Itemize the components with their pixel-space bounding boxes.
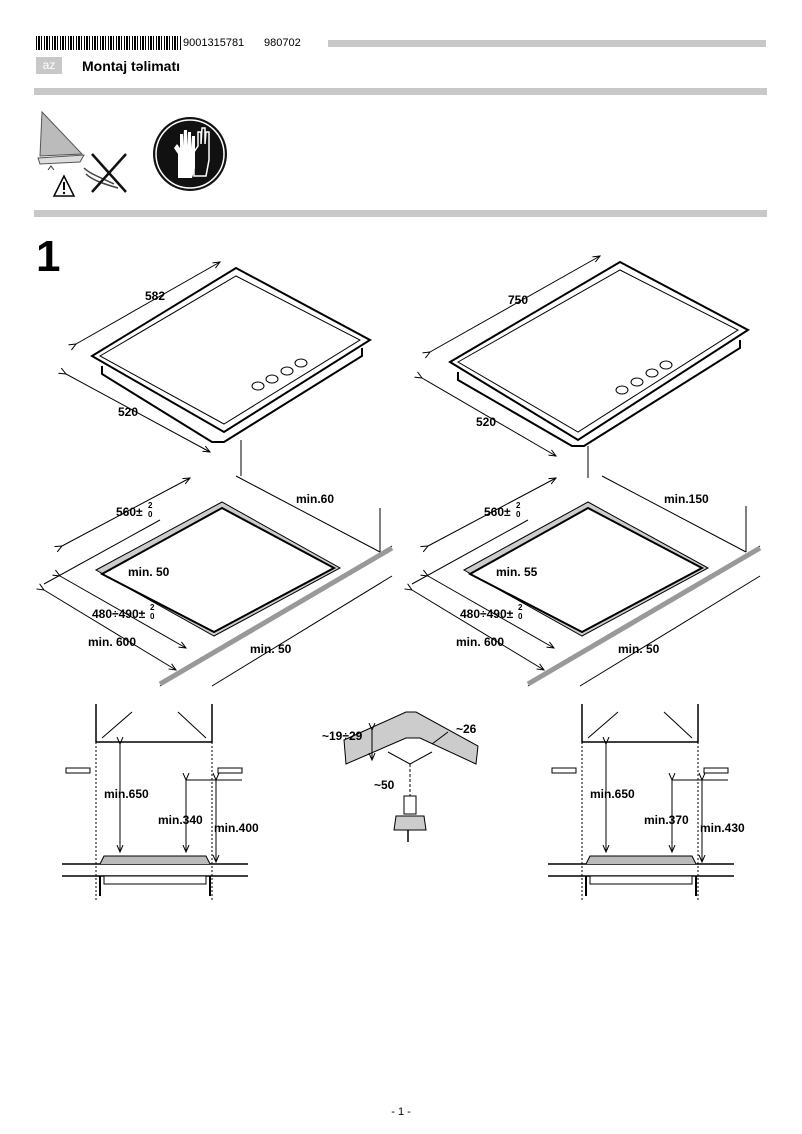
right-width-label: 750 bbox=[508, 293, 528, 307]
left-section-h3: min.400 bbox=[214, 821, 259, 835]
left-section-h1: min.650 bbox=[104, 787, 149, 801]
right-section-h3: min.430 bbox=[700, 821, 745, 835]
right-width-tol-upper: 2 bbox=[516, 501, 521, 510]
language-badge: az bbox=[36, 57, 62, 74]
right-hob bbox=[422, 256, 750, 478]
sharp-edge-icon bbox=[37, 110, 119, 189]
caution-triangle-icon bbox=[52, 174, 76, 197]
page-number: - 1 - bbox=[391, 1106, 411, 1118]
left-depth-label: 520 bbox=[118, 405, 138, 419]
right-cutout-depth-label: 480÷490± bbox=[460, 607, 514, 621]
title-rule bbox=[34, 88, 767, 95]
right-min-front-label: min. 50 bbox=[618, 642, 660, 656]
center-offset-label: ~26 bbox=[456, 722, 477, 736]
barcode bbox=[36, 36, 182, 50]
warning-icons bbox=[37, 110, 227, 197]
left-hob bbox=[66, 262, 372, 476]
right-depth-tol-lower: 0 bbox=[518, 612, 523, 621]
gloves-icon bbox=[153, 117, 227, 191]
right-cutout bbox=[412, 475, 762, 687]
left-depth-tol-lower: 0 bbox=[150, 612, 155, 621]
left-section-view bbox=[62, 704, 248, 900]
right-depth-tol-upper: 2 bbox=[518, 603, 523, 612]
right-section-view bbox=[548, 704, 734, 900]
knob-row bbox=[251, 358, 308, 391]
left-min-side-label: min. 50 bbox=[128, 565, 170, 579]
page-title: Montaj təlimatı bbox=[82, 58, 181, 74]
left-cutout-depth-label: 480÷490± bbox=[92, 607, 146, 621]
left-min-front-label: min. 50 bbox=[250, 642, 292, 656]
right-min-back-label: min.150 bbox=[664, 492, 709, 506]
left-min-back-label: min.60 bbox=[296, 492, 334, 506]
right-min-side-label: min. 55 bbox=[496, 565, 538, 579]
knob-row bbox=[615, 360, 673, 395]
right-section-h2: min.370 bbox=[644, 813, 689, 827]
step-number: 1 bbox=[36, 232, 61, 281]
left-width-label: 582 bbox=[145, 289, 165, 303]
right-cutout-width-label: 560± bbox=[484, 505, 511, 519]
right-width-tol-lower: 0 bbox=[516, 510, 521, 519]
header-rule bbox=[328, 40, 766, 47]
date-code: 980702 bbox=[264, 37, 301, 49]
left-width-tol-upper: 2 bbox=[148, 501, 153, 510]
left-cutout bbox=[44, 475, 394, 687]
center-detail bbox=[343, 711, 479, 842]
left-cutout-width-label: 560± bbox=[116, 505, 143, 519]
right-section-h1: min.650 bbox=[590, 787, 635, 801]
section-rule bbox=[34, 210, 767, 217]
center-thickness-label: ~19÷29 bbox=[322, 729, 363, 743]
center-depth-label: ~50 bbox=[374, 778, 395, 792]
left-min-worktop-label: min. 600 bbox=[88, 635, 136, 649]
left-depth-tol-upper: 2 bbox=[150, 603, 155, 612]
cross-icon bbox=[91, 153, 127, 193]
right-min-worktop-label: min. 600 bbox=[456, 635, 504, 649]
left-section-h2: min.340 bbox=[158, 813, 203, 827]
right-depth-label: 520 bbox=[476, 415, 496, 429]
product-code: 9001315781 bbox=[183, 37, 245, 49]
left-width-tol-lower: 0 bbox=[148, 510, 153, 519]
